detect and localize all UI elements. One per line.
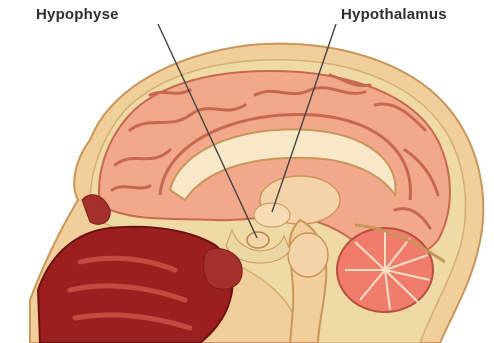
- hypothalamus-region: [254, 203, 290, 227]
- hypothalamus-label: Hypothalamus: [341, 6, 447, 23]
- pons: [288, 233, 328, 277]
- pituitary-gland: [247, 232, 269, 248]
- cerebellum: [337, 228, 433, 312]
- hypophyse-label: Hypophyse: [36, 6, 119, 23]
